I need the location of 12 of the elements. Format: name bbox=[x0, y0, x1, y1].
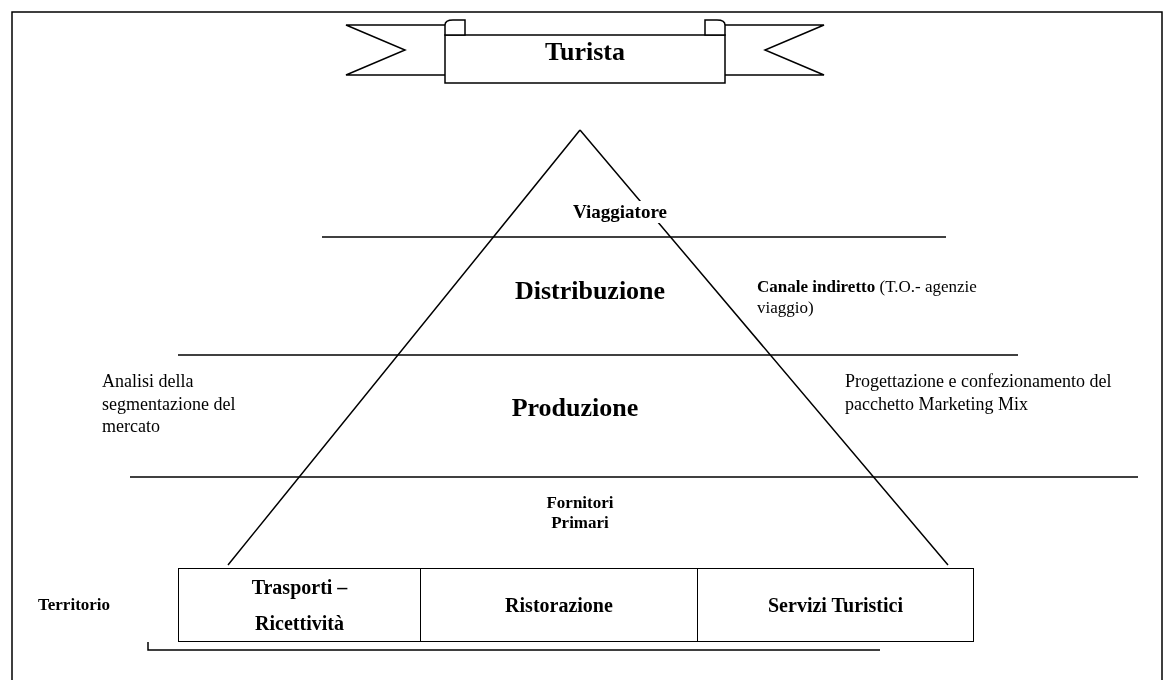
pyramid-level: Distribuzione bbox=[460, 276, 720, 306]
table-cell: Trasporti – Ricettività bbox=[178, 568, 421, 642]
table-cell: Ristorazione bbox=[420, 568, 698, 642]
banner-title: Turista bbox=[544, 37, 626, 67]
side-note: Analisi della segmentazione del mercato bbox=[102, 370, 237, 438]
pyramid-level: Viaggiatore bbox=[570, 201, 670, 223]
row-label: Territorio bbox=[38, 594, 112, 616]
callout-text: Canale indiretto (T.O.- agenzie viaggio) bbox=[757, 276, 978, 319]
table-cell: Servizi Turistici bbox=[697, 568, 974, 642]
side-note: Progettazione e confezionamento del pacchetto Marketing Mix bbox=[845, 370, 1113, 415]
pyramid-level: Fornitori Primari bbox=[535, 493, 625, 533]
pyramid-level: Produzione bbox=[450, 393, 700, 423]
